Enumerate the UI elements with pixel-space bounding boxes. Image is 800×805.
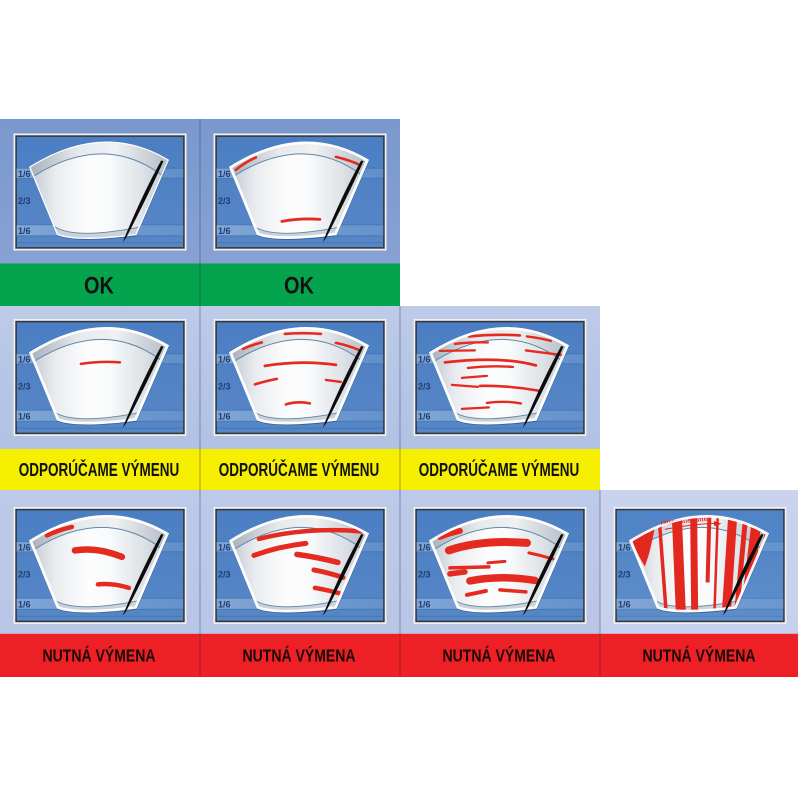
svg-text:NUTNÁ VÝMENA: NUTNÁ VÝMENA: [443, 646, 556, 666]
svg-text:ODPORÚČAME VÝMENU: ODPORÚČAME VÝMENU: [419, 459, 580, 480]
svg-text:ODPORÚČAME VÝMENU: ODPORÚČAME VÝMENU: [219, 459, 380, 480]
svg-text:NUTNÁ VÝMENA: NUTNÁ VÝMENA: [643, 646, 756, 666]
svg-text:1/6: 1/6: [618, 600, 631, 610]
svg-text:OK: OK: [284, 273, 315, 300]
svg-text:1/6: 1/6: [618, 542, 631, 552]
svg-text:ratterratterratter: ratterratterratter: [660, 516, 710, 527]
svg-text:OK: OK: [84, 273, 115, 300]
svg-text:NUTNÁ VÝMENA: NUTNÁ VÝMENA: [43, 646, 156, 666]
svg-text:ODPORÚČAME VÝMENU: ODPORÚČAME VÝMENU: [19, 459, 180, 480]
svg-text:NUTNÁ VÝMENA: NUTNÁ VÝMENA: [243, 646, 356, 666]
svg-text:2/3: 2/3: [618, 569, 631, 579]
